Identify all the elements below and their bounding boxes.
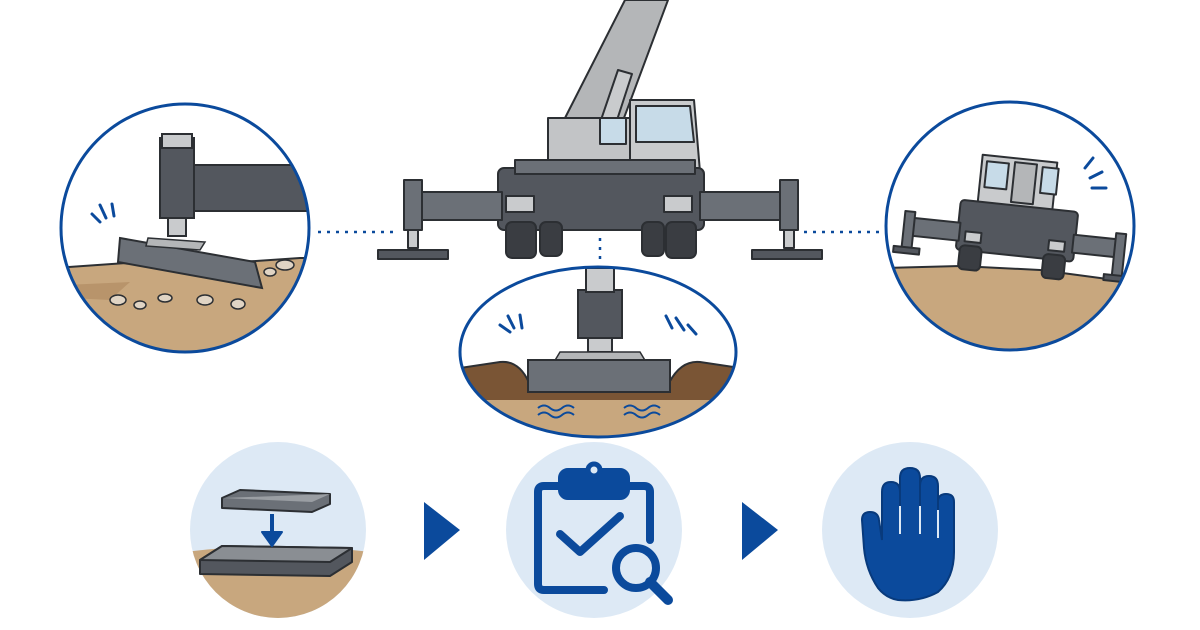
stone bbox=[263, 267, 277, 277]
wheel bbox=[957, 244, 983, 272]
cribbing-pad-icon bbox=[199, 489, 353, 577]
detail-frame bbox=[458, 265, 738, 439]
motion-lines-icon bbox=[90, 202, 116, 224]
outrigger-pad-left bbox=[377, 249, 449, 260]
step-cribbing-pad bbox=[190, 442, 366, 618]
outrigger-pad-right bbox=[751, 249, 823, 260]
motion-lines-icon bbox=[1083, 156, 1108, 190]
jack-rod bbox=[167, 217, 187, 237]
wheel bbox=[1040, 253, 1067, 281]
carrier-vent-right bbox=[663, 195, 693, 213]
mobile-crane bbox=[377, 0, 823, 260]
wheel bbox=[641, 221, 665, 257]
detail-frame bbox=[59, 102, 311, 354]
cab-window-2 bbox=[1039, 166, 1060, 196]
motion-lines-icon bbox=[498, 313, 698, 336]
water-icon bbox=[537, 404, 661, 419]
detail-frame bbox=[884, 100, 1136, 352]
stone bbox=[109, 294, 127, 306]
stone bbox=[275, 259, 295, 271]
cab-window bbox=[983, 160, 1010, 191]
outrigger-beam bbox=[184, 164, 309, 212]
carrier-deck bbox=[514, 159, 696, 175]
stone bbox=[196, 294, 214, 306]
sinking-pad bbox=[527, 359, 671, 393]
jack-cylinder bbox=[159, 137, 195, 219]
step-arrow-icon bbox=[742, 502, 778, 560]
detail-tilted-pad bbox=[59, 102, 311, 354]
stone bbox=[133, 300, 147, 310]
jack-cap bbox=[161, 133, 193, 149]
wheel bbox=[505, 221, 537, 259]
cab-window-2 bbox=[599, 117, 627, 145]
jack-rod-left bbox=[407, 229, 419, 249]
jack-rod-right bbox=[783, 229, 795, 249]
stop-hand-icon bbox=[860, 466, 955, 602]
step-inspect bbox=[506, 442, 682, 618]
wheel bbox=[539, 221, 563, 257]
jack-cylinder bbox=[577, 289, 623, 339]
step-arrow-icon bbox=[424, 502, 460, 560]
jack-cylinder-left bbox=[403, 179, 423, 231]
stone bbox=[157, 293, 173, 303]
tilted-pad bbox=[116, 236, 264, 290]
jack-cap bbox=[585, 267, 615, 293]
clipboard-inspect-icon bbox=[534, 461, 673, 605]
step-stop bbox=[822, 442, 998, 618]
outrigger-beam-right bbox=[699, 191, 793, 221]
stone bbox=[230, 298, 246, 310]
cab-window bbox=[635, 105, 695, 143]
jack-rod bbox=[587, 337, 613, 353]
slope-ground bbox=[886, 264, 1134, 350]
wheel bbox=[665, 221, 697, 259]
outrigger-beam-left bbox=[409, 191, 503, 221]
carrier-vent-left bbox=[505, 195, 535, 213]
detail-sinking-pad bbox=[458, 265, 738, 439]
jack-cylinder-right bbox=[779, 179, 799, 231]
detail-crane-on-slope bbox=[884, 100, 1136, 352]
